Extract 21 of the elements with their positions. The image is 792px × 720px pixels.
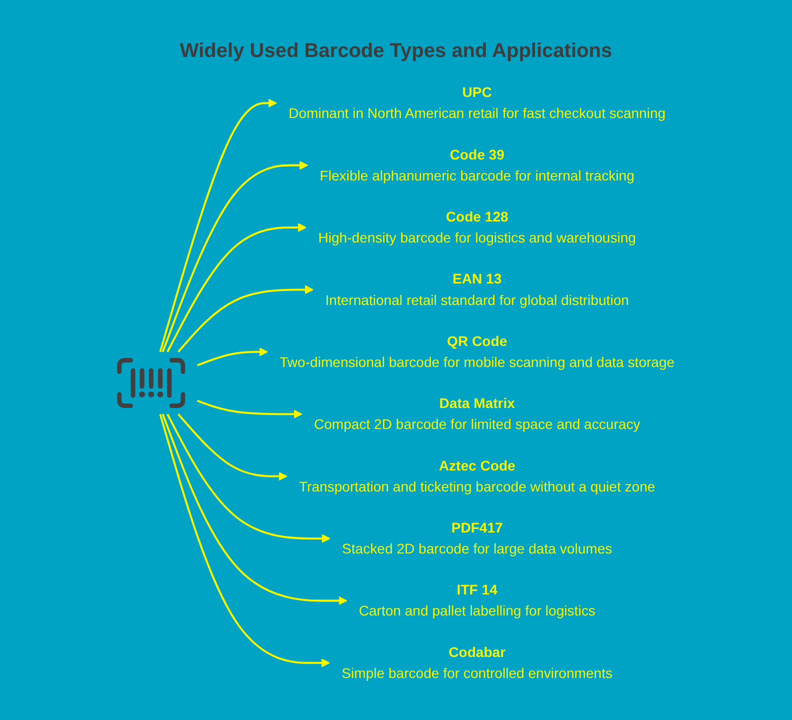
node-text: Codabar Simple barcode for controlled environments	[342, 644, 613, 681]
node-text: Code 128 High-density barcode for logistics and warehousing	[318, 208, 636, 246]
node-text: QR Code Two-dimensional barcode for mobile scanning and data storage	[280, 332, 675, 370]
arrow	[162, 414, 348, 606]
arrow	[197, 348, 268, 366]
node-text: ITF 14 Carton and pallet labelling for logistics	[358, 582, 596, 619]
node-text: Data Matrix Compact 2D barcode for limited space and accuracy	[314, 395, 640, 432]
arrow	[166, 414, 331, 543]
arrow	[178, 285, 314, 353]
node-text: Aztec Code Transportation and ticketing barcode without a quiet zone	[299, 457, 656, 494]
node-text: EAN 13 International retail standard for global distribution	[325, 270, 630, 308]
arrow	[197, 400, 302, 418]
node-text: UPC Dominant in North American retail for fast checkout scanning	[288, 84, 666, 122]
node-text: PDF417 Stacked 2D barcode for large data volumes	[342, 519, 612, 557]
arrow	[159, 98, 278, 352]
node-text: Code 39 Flexible alphanumeric barcode for internal tracking	[320, 146, 635, 184]
arrow	[166, 223, 307, 352]
arrow	[178, 413, 288, 481]
arrow	[162, 160, 308, 352]
diagram-title: Widely Used Barcode Types and Applications	[178, 39, 614, 63]
arrow	[159, 414, 330, 668]
